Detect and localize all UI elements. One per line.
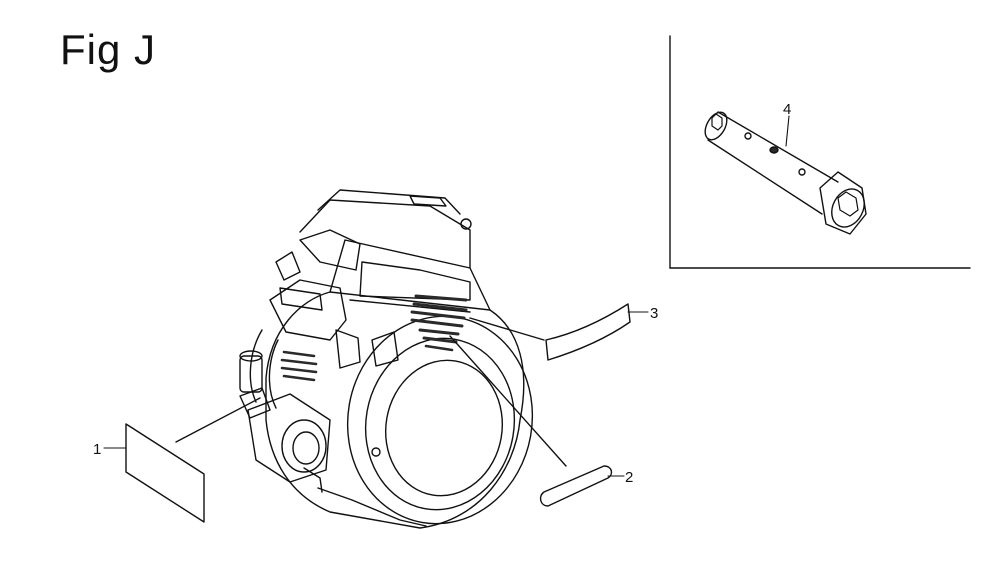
engine-drawing — [239, 189, 534, 529]
label-2-decal — [449, 335, 625, 507]
callout-2: 2 — [625, 469, 633, 486]
inset-frame — [669, 35, 971, 269]
callout-3: 3 — [650, 305, 658, 322]
callout-1: 1 — [93, 441, 101, 458]
label-3-decal — [469, 303, 649, 361]
label-1-decal — [103, 397, 261, 523]
box-wrench-icon — [704, 111, 867, 235]
figure-title: Fig J — [60, 26, 157, 73]
callout-4: 4 — [783, 101, 791, 118]
